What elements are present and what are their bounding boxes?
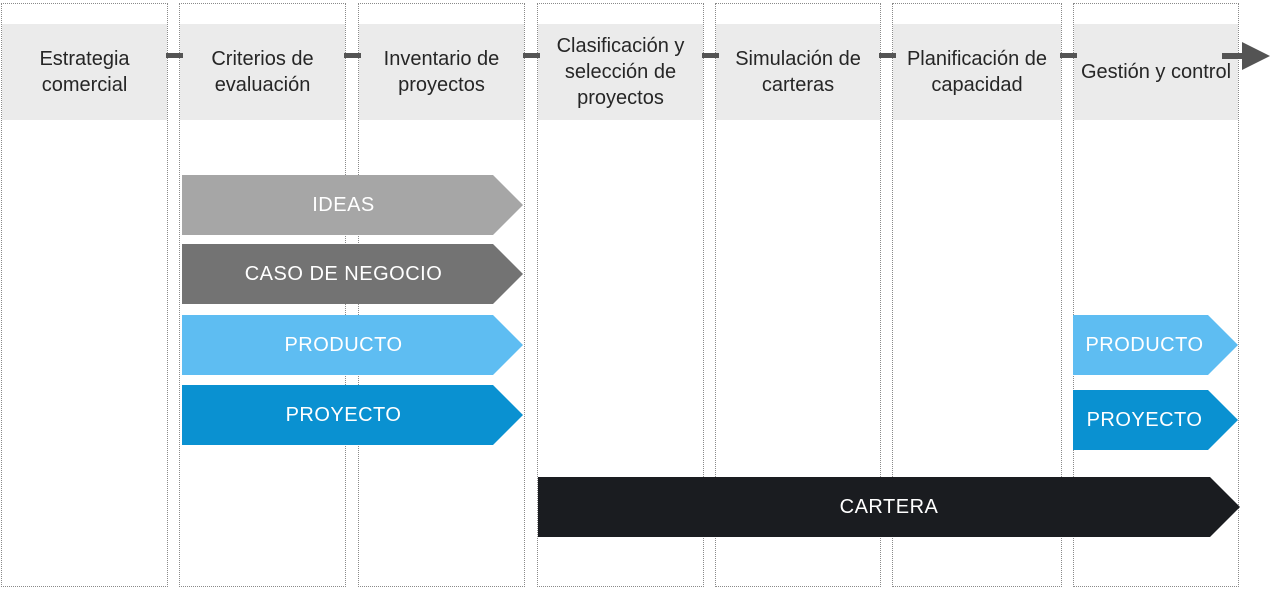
track-label: PRODUCTO <box>1085 333 1204 356</box>
lane-clasificacion-seleccion: Clasificación y selección de proyectos <box>537 3 704 587</box>
lane-simulacion-carteras: Simulación de carteras <box>715 3 881 587</box>
stage-label: Clasificación y selección de proyectos <box>556 35 685 109</box>
stage-header-estrategia-comercial: Estrategia comercial <box>2 24 167 120</box>
track-arrow-caso-de-negocio: CASO DE NEGOCIO <box>182 244 523 304</box>
track-arrow-proyecto-left: PROYECTO <box>182 385 523 445</box>
stage-connector-dash <box>523 53 540 58</box>
track-arrow-producto-left: PRODUCTO <box>182 315 523 375</box>
lane-planificacion-capacidad: Planificación de capacidad <box>892 3 1062 587</box>
stage-header-simulacion-carteras: Simulación de carteras <box>716 24 880 120</box>
flow-arrow-stem <box>1222 53 1244 59</box>
track-label: CASO DE NEGOCIO <box>244 262 443 285</box>
stage-header-gestion-control: Gestión y control <box>1074 24 1238 120</box>
track-label: PROYECTO <box>1086 408 1203 431</box>
stage-label: Planificación de capacidad <box>906 48 1048 96</box>
track-label: CARTERA <box>839 495 939 518</box>
track-label: IDEAS <box>312 193 375 216</box>
lane-estrategia-comercial: Estrategia comercial <box>1 3 168 587</box>
stage-connector-dash <box>702 53 719 58</box>
stage-connector-dash <box>166 53 183 58</box>
stage-header-inventario-proyectos: Inventario de proyectos <box>359 24 524 120</box>
track-label: PRODUCTO <box>284 333 403 356</box>
track-arrow-producto-right: PRODUCTO <box>1073 315 1238 375</box>
stage-label: Simulación de carteras <box>735 48 861 96</box>
stage-header-criterios-evaluacion: Criterios de evaluación <box>180 24 345 120</box>
lane-inventario-proyectos: Inventario de proyectos <box>358 3 525 587</box>
stage-label: Gestión y control <box>1080 61 1232 83</box>
stage-label: Criterios de evaluación <box>211 48 314 96</box>
lane-criterios-evaluacion: Criterios de evaluación <box>179 3 346 587</box>
flow-arrow-icon <box>1242 42 1270 70</box>
track-label: PROYECTO <box>285 403 402 426</box>
stage-connector-dash <box>344 53 361 58</box>
stage-connector-dash <box>879 53 896 58</box>
track-arrow-ideas: IDEAS <box>182 175 523 235</box>
stage-header-clasificacion-seleccion: Clasificación y selección de proyectos <box>538 24 703 120</box>
stage-header-planificacion-capacidad: Planificación de capacidad <box>893 24 1061 120</box>
stage-label: Estrategia comercial <box>39 48 130 96</box>
lane-gestion-control: Gestión y control <box>1073 3 1239 587</box>
stage-label: Inventario de proyectos <box>383 48 500 96</box>
track-arrow-proyecto-right: PROYECTO <box>1073 390 1238 450</box>
stage-connector-dash <box>1060 53 1077 58</box>
track-arrow-cartera: CARTERA <box>538 477 1240 537</box>
